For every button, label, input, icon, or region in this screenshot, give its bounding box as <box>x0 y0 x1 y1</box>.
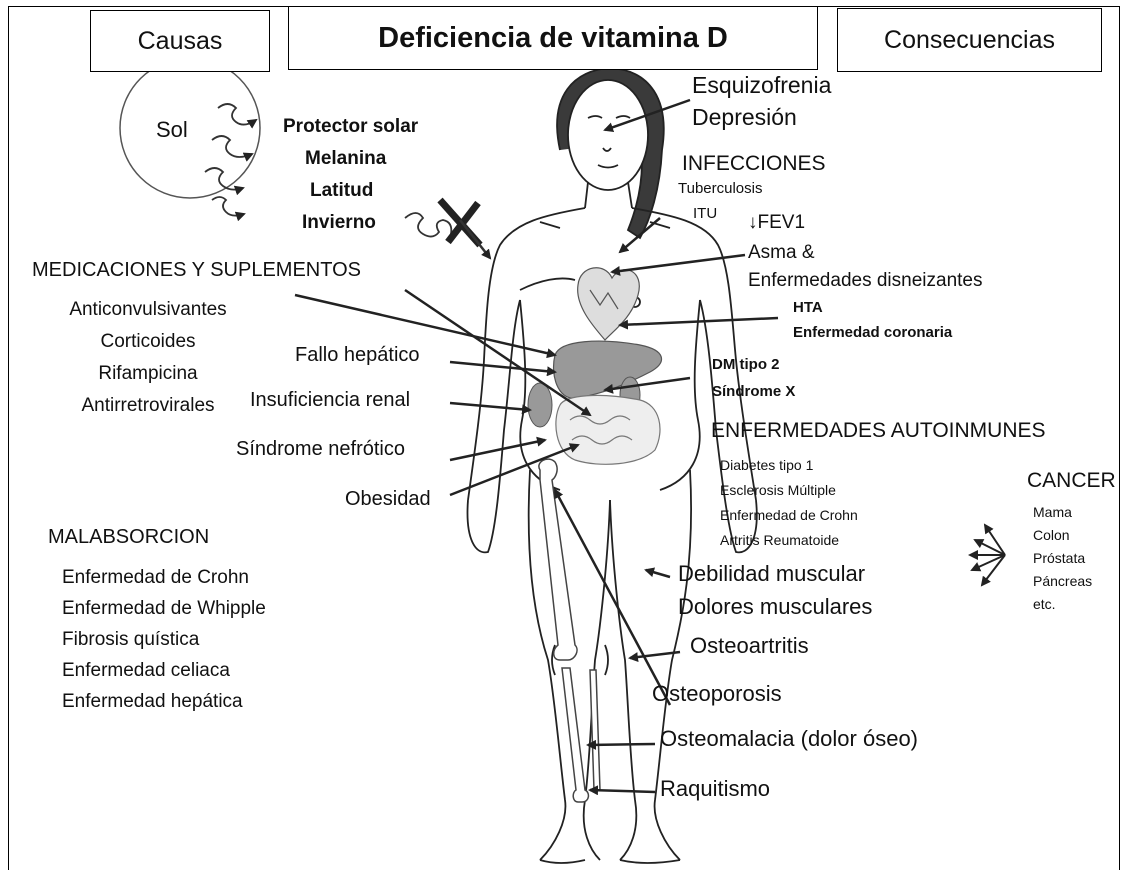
infections-heading: INFECCIONES <box>682 152 826 176</box>
consequence-coronary-disease: Enfermedad coronaria <box>793 324 952 341</box>
autoimmune-item: Artritis Reumatoide <box>720 528 858 553</box>
autoimmune-list: Diabetes tipo 1 Esclerosis Múltiple Enfe… <box>720 453 858 553</box>
kidney-icon <box>528 383 552 427</box>
page-title: Deficiencia de vitamina D <box>378 22 728 55</box>
malabsorption-item: Enfermedad hepática <box>62 686 266 717</box>
cause-nephrotic-syndrome: Síndrome nefrótico <box>236 438 405 461</box>
autoimmune-item: Esclerosis Múltiple <box>720 478 858 503</box>
malabsorption-list: Enfermedad de Crohn Enfermedad de Whippl… <box>62 562 266 717</box>
autoimmune-heading: ENFERMEDADES AUTOINMUNES <box>711 419 1046 443</box>
medication-item: Rifampicina <box>18 358 278 390</box>
consequence-dyspnea-diseases: Enfermedades disneizantes <box>748 270 982 292</box>
consequence-rickets: Raquitismo <box>660 776 770 801</box>
cause-obesity: Obesidad <box>345 488 431 511</box>
cancer-item: Mama <box>1033 501 1092 524</box>
malabsorption-item: Fibrosis quística <box>62 624 266 655</box>
consequence-depression: Depresión <box>692 104 797 130</box>
sun-icon <box>120 58 260 198</box>
consequence-diabetes-type2: DM tipo 2 <box>712 356 780 373</box>
causes-header-box: Causas <box>90 10 270 72</box>
consequence-hypertension: HTA <box>793 299 823 316</box>
blocker-latitude: Latitud <box>310 180 373 202</box>
heart-icon <box>578 268 640 340</box>
consequence-schizophrenia: Esquizofrenia <box>692 72 831 98</box>
cancer-item: etc. <box>1033 593 1092 616</box>
autoimmune-item: Enfermedad de Crohn <box>720 503 858 528</box>
consequences-header-box: Consecuencias <box>837 8 1102 72</box>
leg-bones-icon <box>539 459 600 802</box>
cause-renal-insufficiency: Insuficiencia renal <box>250 389 410 412</box>
cancer-heading: CANCER <box>1027 469 1116 493</box>
cancer-list: Mama Colon Próstata Páncreas etc. <box>1033 501 1092 616</box>
consequence-osteoporosis: Osteoporosis <box>652 681 782 706</box>
consequences-label: Consecuencias <box>884 26 1055 55</box>
blocker-winter: Invierno <box>302 212 376 234</box>
blocked-ray-icon <box>405 200 490 258</box>
infection-uti: ITU <box>693 205 717 222</box>
cancer-item: Colon <box>1033 524 1092 547</box>
infection-tuberculosis: Tuberculosis <box>678 180 762 197</box>
consequence-syndrome-x: Síndrome X <box>712 383 795 400</box>
malabsorption-item: Enfermedad celiaca <box>62 655 266 686</box>
sun-label: Sol <box>156 117 188 142</box>
consequence-fev1: ↓FEV1 <box>748 212 805 234</box>
medication-item: Anticonvulsivantes <box>18 294 278 326</box>
medications-list: Anticonvulsivantes Corticoides Rifampici… <box>18 294 278 422</box>
cancer-arrows <box>970 525 1005 585</box>
medications-heading: MEDICACIONES Y SUPLEMENTOS <box>32 259 361 282</box>
blocker-melanin: Melanina <box>305 148 386 170</box>
title-box: Deficiencia de vitamina D <box>288 6 818 70</box>
intestines-icon <box>556 395 660 464</box>
malabsorption-item: Enfermedad de Crohn <box>62 562 266 593</box>
consequence-muscle-pain: Dolores musculares <box>678 594 872 619</box>
consequence-muscle-weakness: Debilidad muscular <box>678 561 865 586</box>
blocker-sunscreen: Protector solar <box>283 116 418 138</box>
cancer-item: Páncreas <box>1033 570 1092 593</box>
cause-liver-failure: Fallo hepático <box>295 344 420 367</box>
medication-item: Corticoides <box>18 326 278 358</box>
consequence-asthma: Asma & <box>748 242 815 264</box>
medication-item: Antirretrovirales <box>18 390 278 422</box>
consequence-osteomalacia: Osteomalacia (dolor óseo) <box>660 726 918 751</box>
cancer-item: Próstata <box>1033 547 1092 570</box>
consequence-osteoarthritis: Osteoartritis <box>690 633 809 658</box>
sun-rays <box>205 104 256 216</box>
autoimmune-item: Diabetes tipo 1 <box>720 453 858 478</box>
malabsorption-item: Enfermedad de Whipple <box>62 593 266 624</box>
malabsorption-heading: MALABSORCION <box>48 526 209 549</box>
causes-label: Causas <box>138 27 223 56</box>
